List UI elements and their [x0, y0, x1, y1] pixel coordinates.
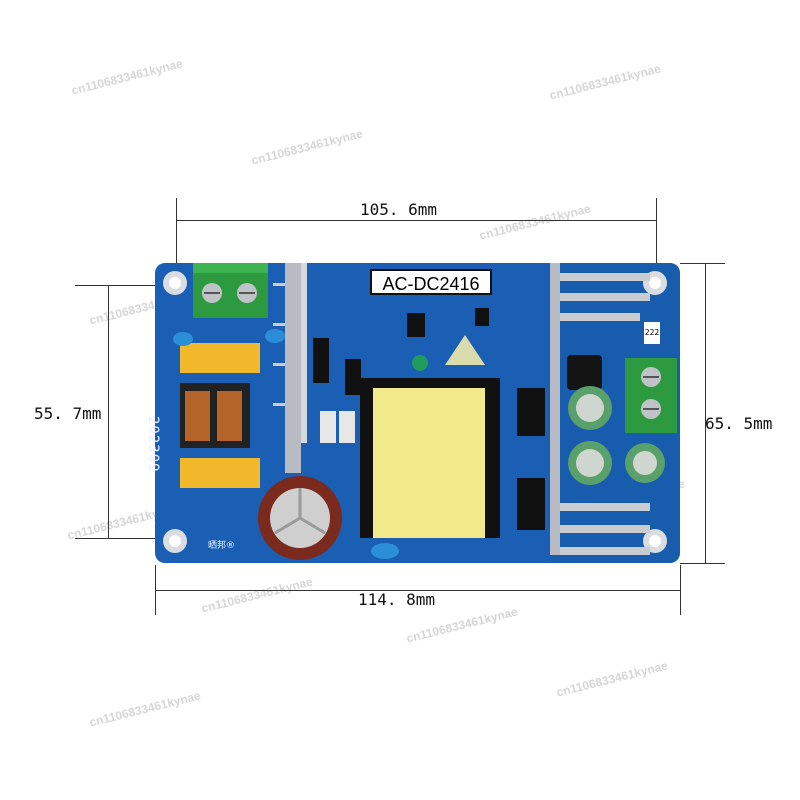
watermark: cn1106833461kynae — [200, 574, 315, 616]
right-dimension-line — [705, 263, 706, 563]
top-width-label: 105. 6mm — [360, 200, 438, 219]
watermark: cn1106833461kynae — [70, 56, 185, 98]
input-terminal-block — [193, 263, 268, 318]
esd-logo — [445, 335, 485, 365]
mosfet — [313, 338, 329, 383]
output-inductor — [567, 355, 602, 390]
x-capacitor — [180, 343, 260, 373]
transformer — [360, 378, 500, 538]
power-resistor — [320, 411, 336, 443]
bottom-width-label: 114. 8mm — [358, 590, 436, 609]
output-terminal-block — [625, 358, 677, 433]
model-label: AC-DC2416 — [370, 269, 492, 295]
top-dimension-tick-right — [656, 198, 657, 268]
watermark: cn1106833461kynae — [548, 61, 663, 103]
watermark: cn1106833461kynae — [478, 201, 593, 243]
mounting-hole — [163, 271, 187, 295]
controller-ic — [407, 313, 425, 337]
right-dimension-tick-bottom — [680, 563, 725, 564]
bottom-dimension-tick-right — [680, 565, 681, 615]
bottom-dimension-line — [155, 590, 680, 591]
top-dimension-tick-left — [176, 198, 177, 268]
mosfet — [345, 359, 361, 395]
y-capacitor — [265, 329, 285, 343]
common-mode-choke — [180, 383, 250, 448]
capacitor-marking: 222 — [644, 322, 660, 344]
smd-component — [475, 308, 489, 326]
led — [412, 355, 428, 371]
output-capacitor — [625, 443, 665, 483]
mounting-hole — [163, 529, 187, 553]
output-capacitor — [568, 386, 612, 430]
top-dimension-line — [176, 220, 656, 221]
pcb-board — [155, 263, 680, 563]
output-capacitor — [568, 441, 612, 485]
left-dimension-line — [108, 285, 109, 538]
diode — [517, 388, 545, 436]
y-capacitor — [173, 332, 193, 346]
secondary-heatsink — [550, 263, 650, 555]
left-height-label: 55. 7mm — [34, 404, 102, 423]
right-dimension-tick-top — [680, 263, 725, 264]
watermark: cn1106833461kynae — [250, 126, 365, 168]
date-code: 202309 — [145, 416, 161, 473]
left-dimension-tick-bottom — [75, 538, 175, 539]
diode — [517, 478, 545, 530]
bulk-electrolytic-capacitor — [258, 476, 342, 560]
primary-heatsink — [273, 263, 307, 473]
right-height-label: 65. 5mm — [705, 414, 773, 433]
watermark: cn1106833461kynae — [88, 688, 203, 730]
y-capacitor — [371, 543, 399, 559]
brand-mark: 晒邦® — [208, 541, 236, 551]
power-resistor — [339, 411, 355, 443]
bottom-dimension-tick-left — [155, 565, 156, 615]
left-dimension-tick-top — [75, 285, 175, 286]
watermark: cn1106833461kynae — [555, 658, 670, 700]
x-capacitor — [180, 458, 260, 488]
watermark: cn1106833461kynae — [405, 604, 520, 646]
